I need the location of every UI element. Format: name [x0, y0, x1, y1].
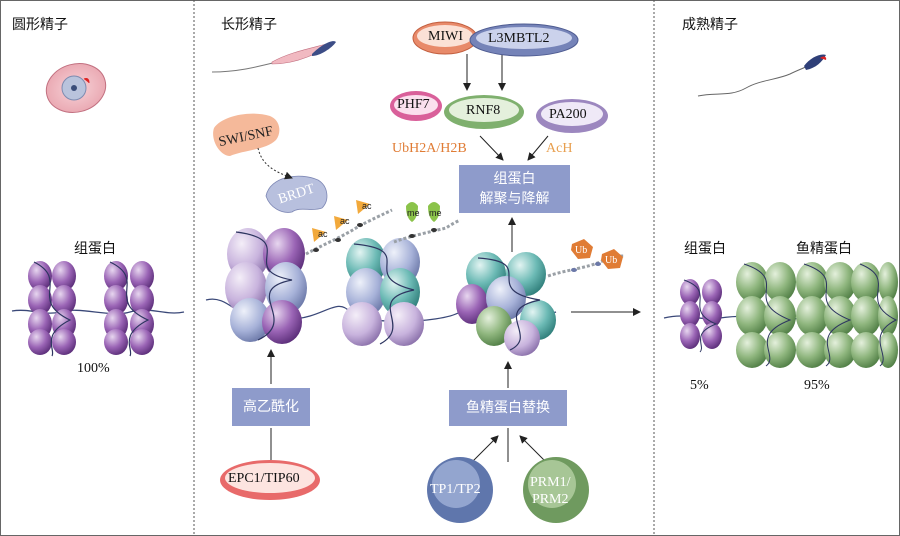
arrow-swi-to-brdt [257, 147, 293, 180]
rnf8-highlight [449, 98, 519, 122]
nucleosome-teal [342, 238, 424, 346]
ac-mark-2: ac [340, 216, 350, 226]
phf7-label: PHF7 [397, 97, 430, 112]
label-histone-left: 组蛋白 [74, 241, 116, 257]
ubh2a-label: UbH2A/H2B [392, 141, 467, 156]
arrow-rnf8-to-box [479, 135, 504, 161]
protamine-domains [736, 262, 898, 368]
tp-highlight [432, 460, 480, 508]
protamine-replacement-box: 鱼精蛋白替换 [449, 390, 567, 426]
epc1-label: EPC1/TIP60 [228, 471, 300, 486]
methylated-tail [393, 202, 461, 244]
round-spermatid-icon [45, 63, 107, 113]
phf7-highlight [394, 95, 438, 115]
l3mbtl2-label: L3MBTL2 [488, 31, 550, 46]
ub-mark-1: Ub [575, 245, 587, 256]
ac-mark-1: ac [318, 229, 328, 239]
arrow-prm-to-replacement [519, 435, 549, 465]
mature-sperm-icon [697, 54, 827, 97]
label-histone-right: 组蛋白 [684, 241, 726, 257]
me-mark-1: me [407, 208, 420, 218]
tp-label: TP1/TP2 [430, 482, 481, 497]
title-elongating-spermatid: 长形精子 [221, 17, 277, 33]
label-5-percent: 5% [690, 378, 709, 393]
pa200-highlight [541, 102, 603, 126]
swi-snf-protein [213, 113, 280, 156]
brdt-protein [265, 175, 328, 213]
nucleosome-mixed [456, 252, 556, 356]
title-round-spermatid: 圆形精子 [12, 17, 68, 33]
hyperacetylation-box: 高乙酰化 [232, 388, 310, 426]
arrow-tp-to-replacement [469, 435, 499, 465]
elongating-spermatid-icon [211, 41, 336, 73]
nucleosome-left-a [28, 261, 76, 357]
ub-mark-2: Ub [605, 255, 617, 266]
pa200-label: PA200 [549, 107, 587, 122]
title-mature-sperm: 成熟精子 [682, 17, 738, 33]
ac-mark-3: ac [362, 201, 372, 211]
histone-degradation-box: 组蛋白 解聚与降解 [459, 165, 570, 213]
acetylated-tail [305, 200, 393, 256]
label-95-percent: 95% [804, 378, 830, 393]
arrow-pa200-to-box [527, 135, 549, 161]
ach-label: AcH [546, 141, 573, 156]
prm-highlight [528, 460, 576, 508]
miwi-highlight [417, 25, 473, 47]
nucleosome-left-b [104, 261, 154, 357]
me-mark-2: me [429, 208, 442, 218]
label-protamine: 鱼精蛋白 [796, 241, 852, 257]
prm-label: PRM1/ PRM2 [530, 475, 571, 507]
nucleosome-right-histone [680, 279, 722, 353]
rnf8-label: RNF8 [466, 103, 501, 118]
miwi-label: MIWI [428, 29, 463, 44]
l3mbtl2-highlight [476, 27, 572, 49]
nucleosome-hyperacetylated [225, 228, 307, 344]
label-100-percent: 100% [77, 361, 110, 376]
ubiquitinated-tail [547, 239, 625, 278]
epc1-highlight [225, 463, 315, 493]
